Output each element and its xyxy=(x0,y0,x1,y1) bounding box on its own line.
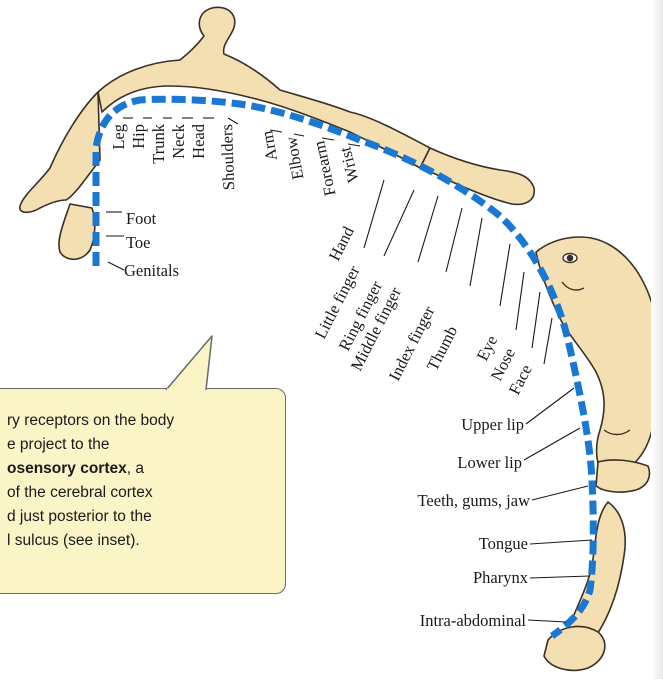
page-edge-shadow xyxy=(651,0,663,679)
